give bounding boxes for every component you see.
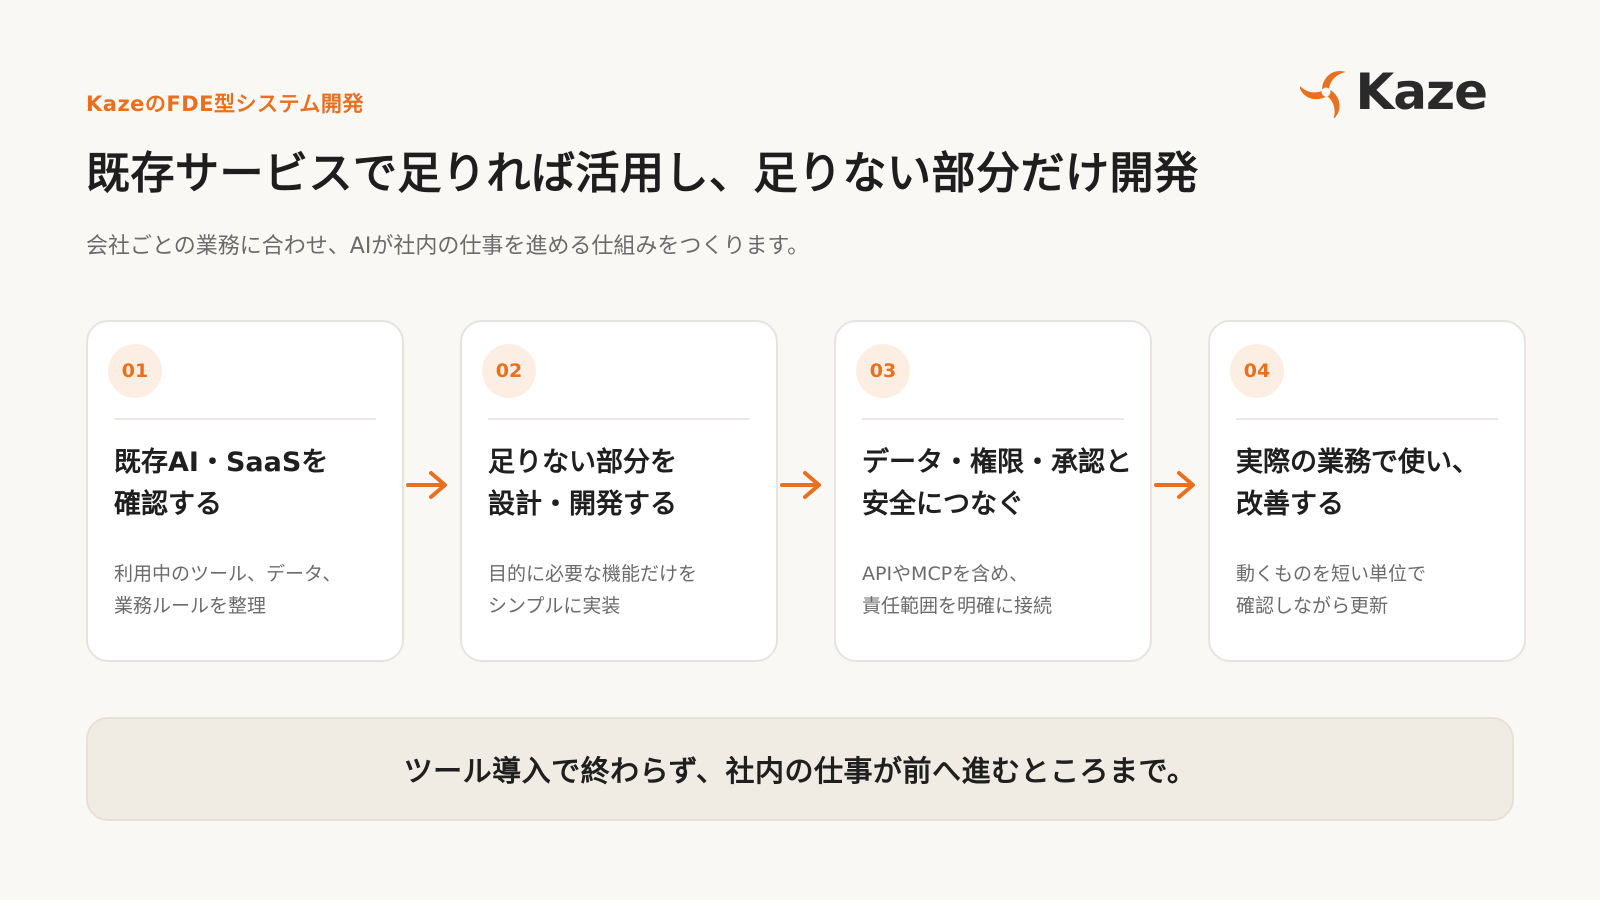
step-description: 利用中のツール、データ、 業務ルールを整理 <box>114 563 342 617</box>
step-card-2: 02 足りない部分を 設計・開発する 目的に必要な機能だけを シンプルに実装 <box>460 320 778 662</box>
step-description: 目的に必要な機能だけを シンプルに実装 <box>488 563 698 617</box>
arrow-right-icon <box>1154 471 1195 499</box>
step-description: APIやMCPを含め、 責任範囲を明確に接続 <box>862 563 1053 617</box>
step-card-3: 03 データ・権限・承認と 安全につなぐ APIやMCPを含め、 責任範囲を明確… <box>834 320 1152 662</box>
step-number-badge: 02 <box>482 344 536 398</box>
kaze-logo: Kaze <box>1299 63 1488 121</box>
card-divider <box>1236 418 1498 420</box>
card-divider <box>488 418 750 420</box>
summary-text: ツール導入で終わらず、社内の仕事が前へ進むところまで。 <box>403 754 1197 788</box>
step-card-4: 04 実際の業務で使い、 改善する 動くものを短い単位で 確認しながら更新 <box>1208 320 1526 662</box>
eyebrow-label: KazeのFDE型システム開発 <box>86 92 364 116</box>
summary-banner: ツール導入で終わらず、社内の仕事が前へ進むところまで。 <box>86 717 1514 821</box>
step-number-badge: 04 <box>1230 344 1284 398</box>
arrow-right-icon <box>780 471 821 499</box>
arrow-right-icon <box>406 471 447 499</box>
step-title: 実際の業務で使い、 改善する <box>1236 447 1479 520</box>
page-subtitle: 会社ごとの業務に合わせ、AIが社内の仕事を進める仕組みをつくります。 <box>86 234 810 259</box>
card-divider <box>114 418 376 420</box>
logo-wordmark: Kaze <box>1355 63 1488 121</box>
card-divider <box>862 418 1124 420</box>
process-steps: 01 既存AI・SaaSを 確認する 利用中のツール、データ、 業務ルールを整理… <box>86 320 1528 664</box>
step-number-badge: 03 <box>856 344 910 398</box>
swirl-logo-icon <box>1299 70 1346 118</box>
step-title: 足りない部分を 設計・開発する <box>488 447 677 520</box>
page-title: 既存サービスで足りれば活用し、足りない部分だけ開発 <box>86 148 1199 199</box>
step-number-badge: 01 <box>108 344 162 398</box>
step-title: 既存AI・SaaSを 確認する <box>114 447 329 520</box>
step-title: データ・権限・承認と 安全につなぐ <box>862 447 1132 520</box>
step-card-1: 01 既存AI・SaaSを 確認する 利用中のツール、データ、 業務ルールを整理 <box>86 320 404 662</box>
step-description: 動くものを短い単位で 確認しながら更新 <box>1236 563 1427 617</box>
